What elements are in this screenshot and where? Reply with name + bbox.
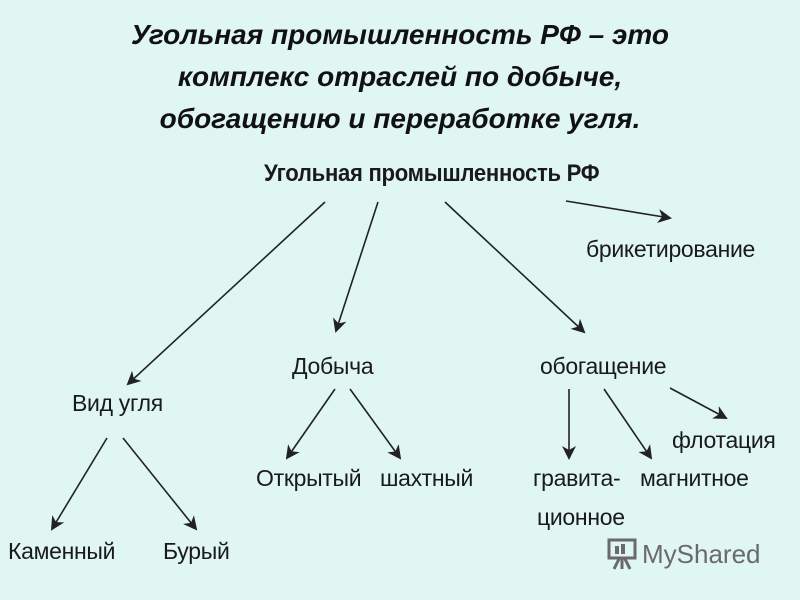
slide-title: Угольная промышленность РФ – это комплек… bbox=[20, 14, 780, 140]
watermark-logo: MyShared bbox=[606, 537, 761, 571]
node-underground: шахтный bbox=[380, 465, 473, 491]
node-root: Угольная промышленность РФ bbox=[264, 160, 600, 187]
arrow-coal-type-to-hard bbox=[50, 437, 108, 531]
node-brown-coal: Бурый bbox=[163, 538, 230, 564]
arrow-root-to-mining bbox=[333, 201, 379, 333]
arrow-root-to-briquetting bbox=[565, 200, 672, 223]
arrow-enrichment-to-magnetic bbox=[603, 388, 653, 460]
arrow-mining-to-open-pit bbox=[285, 388, 336, 460]
watermark-text: MyShared bbox=[642, 538, 761, 569]
node-flotation: флотация bbox=[672, 427, 776, 453]
arrow-root-to-enrichment bbox=[444, 201, 586, 334]
node-magnetic: магнитное bbox=[640, 465, 749, 491]
node-mining: Добыча bbox=[292, 353, 374, 379]
node-gravity-line-1: гравита- bbox=[533, 465, 621, 491]
title-line-2: комплекс отраслей по добыче, bbox=[177, 61, 623, 92]
arrow-coal-type-to-brown bbox=[122, 437, 198, 531]
presentation-board-icon bbox=[607, 538, 637, 570]
arrow-enrichment-to-flotation bbox=[669, 387, 728, 419]
node-open-pit: Открытый bbox=[256, 465, 362, 491]
node-briquetting: брикетирование bbox=[586, 236, 756, 262]
node-coal-type: Вид угля bbox=[72, 390, 163, 416]
title-line-3: обогащению и переработке угля. bbox=[159, 103, 641, 134]
arrow-root-to-coal-type bbox=[126, 201, 326, 386]
node-hard-coal: Каменный bbox=[8, 538, 116, 564]
node-gravity-line-2: ционное bbox=[537, 504, 625, 530]
arrow-mining-to-underground bbox=[349, 388, 402, 460]
title-line-1: Угольная промышленность РФ – это bbox=[130, 19, 670, 50]
node-enrichment: обогащение bbox=[540, 353, 667, 379]
